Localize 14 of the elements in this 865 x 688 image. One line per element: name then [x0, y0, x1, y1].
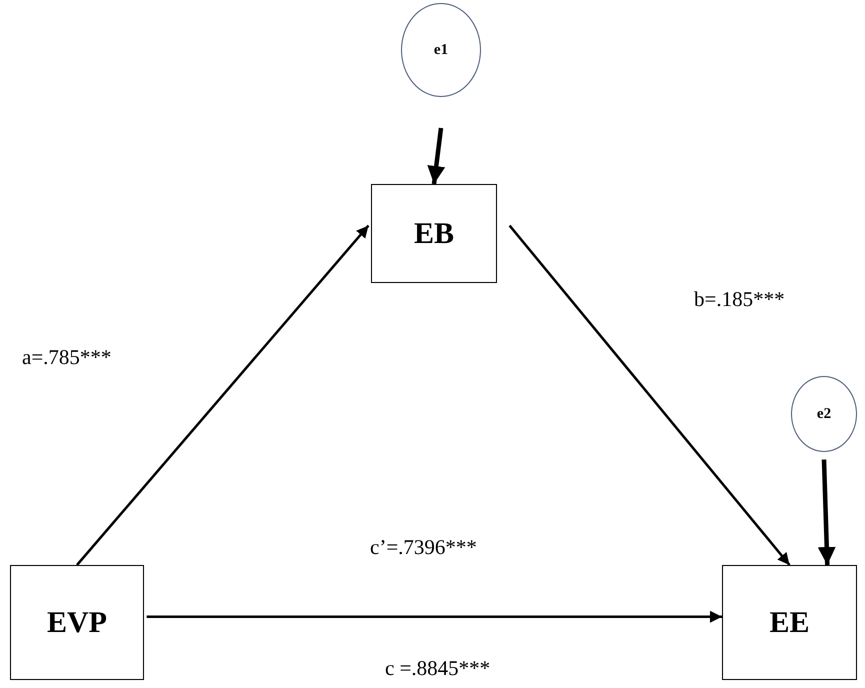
arrow [146, 610, 722, 623]
path-coefficient: b=.185*** [694, 287, 785, 312]
variable-box: EVP [10, 565, 144, 680]
arrow [427, 128, 446, 184]
arrow [818, 460, 836, 566]
path-coefficient: c’=.7396*** [370, 535, 477, 560]
error-circle: e1 [401, 3, 481, 97]
variable-box: EE [722, 565, 857, 680]
variable-box: EB [371, 184, 497, 283]
arrow [76, 224, 370, 566]
error-circle: e2 [791, 376, 857, 452]
path-coefficient: c =.8845*** [385, 656, 490, 681]
path-coefficient: a=.785*** [22, 345, 112, 370]
arrow [508, 224, 790, 566]
